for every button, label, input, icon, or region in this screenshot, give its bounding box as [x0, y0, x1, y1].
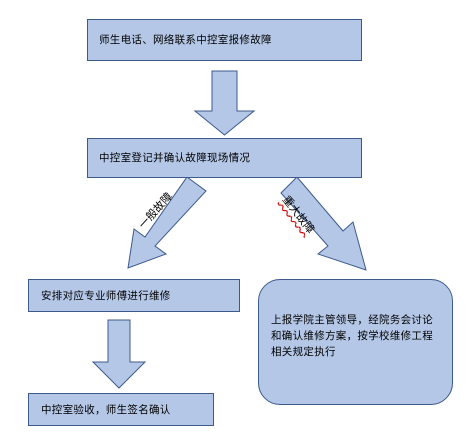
register-confirm-box: 中控室登记并确认故障现场情况 [87, 138, 362, 178]
register-confirm-text: 中控室登记并确认故障现场情况 [99, 152, 251, 164]
major-fault-text-line3: 相关规定执行 [271, 346, 336, 358]
arrow-assign-to-accept [91, 319, 147, 389]
arrow-report-to-register [193, 70, 256, 136]
arrow-register-to-assign [127, 176, 207, 269]
arrow-register-to-major [280, 176, 367, 271]
acceptance-box: 中控室验收，师生签名确认 [28, 393, 214, 426]
major-fault-handling-box: 上报学院主管领导，经院务会讨论 和确认维修方案，按学校维修工程 相关规定执行 [258, 279, 453, 405]
acceptance-text: 中控室验收，师生签名确认 [41, 403, 171, 416]
major-fault-text-line1: 上报学院主管领导，经院务会讨论 [271, 314, 433, 326]
major-fault-text-line2: 和确认维修方案，按学校维修工程 [271, 330, 433, 342]
assign-technician-box: 安排对应专业师傅进行维修 [28, 279, 240, 312]
report-fault-box: 师生电话、网络联系中控室报修故障 [87, 19, 362, 61]
report-fault-text: 师生电话、网络联系中控室报修故障 [99, 34, 272, 46]
assign-technician-text: 安排对应专业师傅进行维修 [41, 289, 171, 302]
